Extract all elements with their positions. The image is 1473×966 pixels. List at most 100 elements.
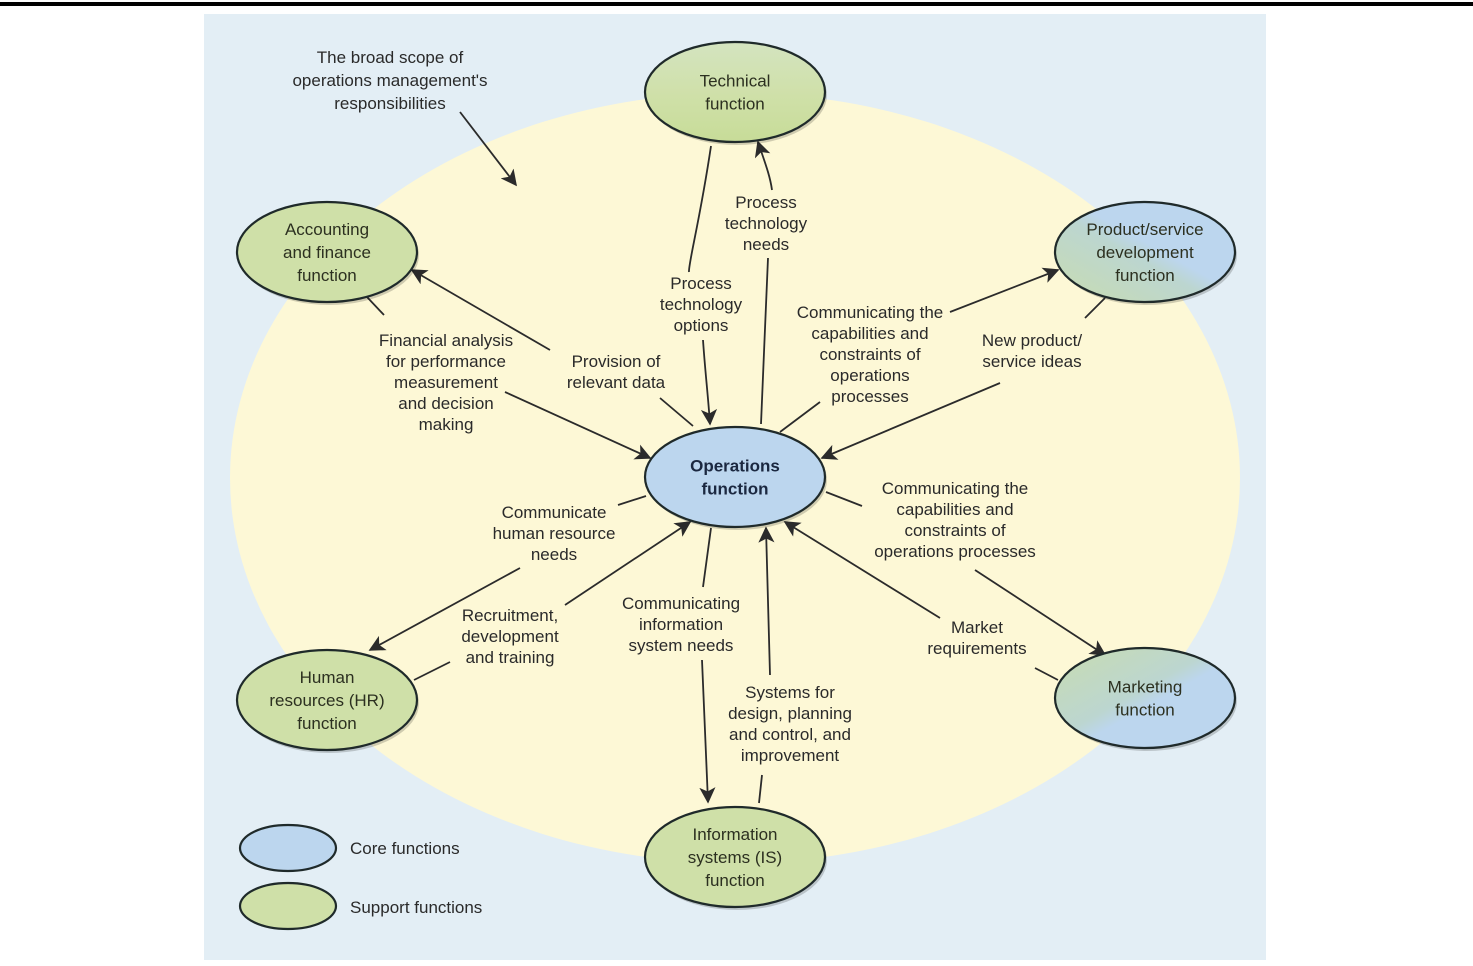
- node-label-line: Product/service: [1086, 220, 1203, 239]
- legend: Core functions Support functions: [238, 823, 482, 931]
- flow-label-line: and control, and: [729, 725, 851, 744]
- flow-label-line: constraints of: [904, 521, 1005, 540]
- flow-label-line: Communicating the: [797, 303, 943, 322]
- flow-labels: Process technology options Process technolog…: [379, 193, 1082, 765]
- flow-label-line: operations processes: [874, 542, 1036, 561]
- node-ellipse-core: [1053, 646, 1237, 750]
- node-ellipse-support: [235, 648, 419, 752]
- flow-label-line: constraints of: [819, 345, 920, 364]
- node-label-line: function: [701, 480, 768, 499]
- flow-label-is-to-ops: Systems for design, planning and control, …: [728, 683, 852, 765]
- flow-label-line: technology: [725, 214, 808, 233]
- node-label-line: Human: [300, 668, 355, 687]
- flow-label-line: Process: [735, 193, 796, 212]
- legend-support-swatch: [238, 881, 338, 931]
- node-label-line: Information: [692, 825, 777, 844]
- flow-label-line: human resource: [493, 524, 616, 543]
- node-label-line: function: [1115, 266, 1175, 285]
- scope-note-arrow: [459, 111, 517, 187]
- flow-label-line: capabilities and: [811, 324, 928, 343]
- flow-label-line: Market: [951, 618, 1003, 637]
- node-label-line: resources (HR): [269, 691, 384, 710]
- flow-label-line: operations: [830, 366, 909, 385]
- node-label-hr: Human resources (HR) function: [269, 668, 384, 733]
- flow-label-line: needs: [743, 235, 789, 254]
- flow-label-ops-to-mkt: Communicating the capabilities and constra…: [874, 479, 1036, 561]
- flow-label-line: development: [461, 627, 559, 646]
- flow-label-line: Financial analysis: [379, 331, 513, 350]
- flow-label-ops-to-prod: Communicating the capabilities and constra…: [797, 303, 943, 406]
- node-label-line: and finance: [283, 243, 371, 262]
- node-label-line: function: [1115, 701, 1175, 720]
- flow-label-line: capabilities and: [896, 500, 1013, 519]
- flow-label-line: technology: [660, 295, 743, 314]
- flow-label-line: requirements: [927, 639, 1026, 658]
- flow-label-line: Communicating the: [882, 479, 1028, 498]
- node-label-is: Information systems (IS) function: [688, 825, 782, 890]
- connector-ops-to-acc: [412, 270, 694, 427]
- scope-note-line: operations management's: [292, 71, 487, 90]
- flow-label-line: processes: [831, 387, 908, 406]
- flow-label-line: relevant data: [567, 373, 666, 392]
- flow-label-ops-to-tech: Process technology needs: [725, 193, 808, 254]
- connector-hr-to-ops: [413, 522, 690, 681]
- node-label-line: function: [297, 714, 357, 733]
- flow-label-line: Recruitment,: [462, 606, 558, 625]
- flow-label-line: measurement: [394, 373, 498, 392]
- node-label-line: systems (IS): [688, 848, 782, 867]
- node-label-marketing: Marketing function: [1108, 678, 1183, 720]
- scope-note-line: The broad scope of: [317, 48, 464, 67]
- connector-acc-to-ops: [366, 296, 650, 458]
- scope-note-line: responsibilities: [334, 94, 446, 113]
- connector-tech-to-ops: [688, 145, 711, 424]
- flow-label-line: Systems for: [745, 683, 835, 702]
- flow-label-line: New product/: [982, 331, 1082, 350]
- legend-support-label: Support functions: [350, 898, 482, 917]
- flow-label-line: Process: [670, 274, 731, 293]
- flow-label-line: system needs: [629, 636, 734, 655]
- node-label-line: Accounting: [285, 220, 369, 239]
- node-marketing: Marketing function: [1053, 646, 1237, 751]
- node-ellipse-support: [643, 40, 827, 144]
- flow-label-prod-to-ops: New product/service ideas: [982, 331, 1082, 371]
- flow-label-line: needs: [531, 545, 577, 564]
- connector-mkt-to-ops: [785, 522, 1059, 681]
- node-hr: Human resources (HR) function: [235, 648, 419, 753]
- node-is: Information systems (IS) function: [643, 805, 827, 910]
- flow-label-line: making: [419, 415, 474, 434]
- node-ellipse-core: [1053, 200, 1237, 304]
- flow-label-mkt-to-ops: Market requirements: [927, 618, 1026, 658]
- node-ellipse-support: [235, 200, 419, 304]
- flow-label-line: options: [674, 316, 729, 335]
- connector-ops-to-hr: [370, 495, 647, 650]
- flow-label-line: improvement: [741, 746, 840, 765]
- flow-label-line: design, planning: [728, 704, 852, 723]
- connector-prod-to-ops: [822, 297, 1106, 458]
- flow-label-ops-to-acc: Provision of relevant data: [567, 352, 666, 392]
- connector-ops-to-prod: [779, 270, 1058, 433]
- flow-label-hr-to-ops: Recruitment, development and training: [461, 606, 559, 667]
- scope-note: The broad scope of operations management…: [292, 48, 517, 187]
- top-rule: [0, 2, 1473, 6]
- flow-label-line: and training: [466, 648, 555, 667]
- legend-core-label: Core functions: [350, 839, 460, 858]
- node-label-line: Marketing: [1108, 678, 1183, 697]
- legend-core-swatch: [238, 823, 338, 873]
- node-label-line: function: [705, 871, 765, 890]
- flow-label-line: Provision of: [572, 352, 661, 371]
- connectors: [367, 142, 1105, 803]
- flow-label-line: Communicating: [622, 594, 740, 613]
- flow-label-line: and decision: [398, 394, 493, 413]
- flow-label-tech-to-ops: Process technology options: [660, 274, 743, 335]
